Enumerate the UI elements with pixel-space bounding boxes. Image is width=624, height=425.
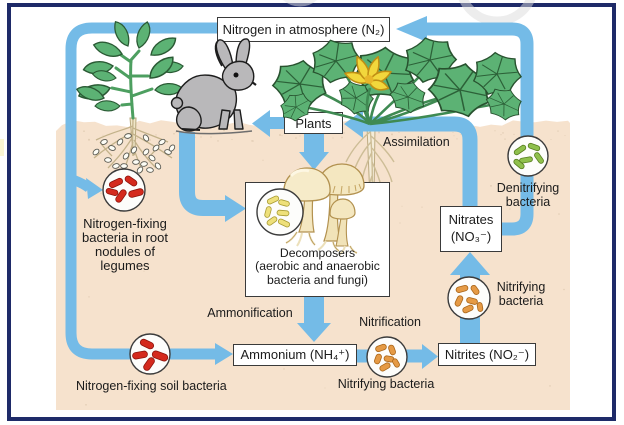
root-nodules <box>92 133 176 174</box>
diagram-border <box>7 3 616 421</box>
label-soil-bacteria: Nitrogen-fixing soil bacteria <box>76 379 227 393</box>
label-ammonification: Ammonification <box>207 306 293 320</box>
pipe-animal-waste <box>179 132 246 222</box>
nitrifying-bacteria-circle-2 <box>447 276 491 320</box>
watermark-arc <box>283 0 536 26</box>
box-nitrites: Nitrites (NO₂⁻) <box>438 343 536 366</box>
box-nitrates: Nitrates (NO₃⁻) <box>440 206 502 252</box>
label-nitrification: Nitrification <box>359 315 421 329</box>
label-root-nodule-bacteria: Nitrogen-fixing bacteria in root nodules… <box>82 216 168 274</box>
soil-speckles <box>83 129 566 406</box>
nitrifying-bacteria-circle-1 <box>366 336 408 378</box>
label-denitrifying-bacteria: Denitrifying bacteria <box>496 181 560 209</box>
page-edge-artifact <box>0 139 4 156</box>
label-nitrifying-bacteria-bottom: Nitrifying bacteria <box>337 377 435 391</box>
label-assimilation: Assimilation <box>383 135 450 149</box>
box-decomposers-label: Decomposers (aerobic and anaerobic bacte… <box>255 246 380 287</box>
pipe-nitrogen-fixation <box>65 22 233 365</box>
label-nitrifying-bacteria-right: Nitrifying bacteria <box>496 280 546 308</box>
legume-roots <box>92 117 176 174</box>
arrow-ammonification <box>297 297 331 342</box>
arrow-plants-to-decomposers <box>299 134 329 170</box>
denitrifying-bacteria-circle <box>507 135 549 177</box>
pipe-root-nodule-branch <box>72 175 103 199</box>
box-nitrogen-atmosphere: Nitrogen in atmosphere (N₂) <box>217 17 390 42</box>
nitrogen-fixing-nodule-bacteria-circle <box>102 168 146 212</box>
box-plants: Plants <box>284 112 343 134</box>
box-ammonium: Ammonium (NH₄⁺) <box>233 344 357 366</box>
nitrogen-fixing-soil-bacteria-circle <box>129 333 171 375</box>
